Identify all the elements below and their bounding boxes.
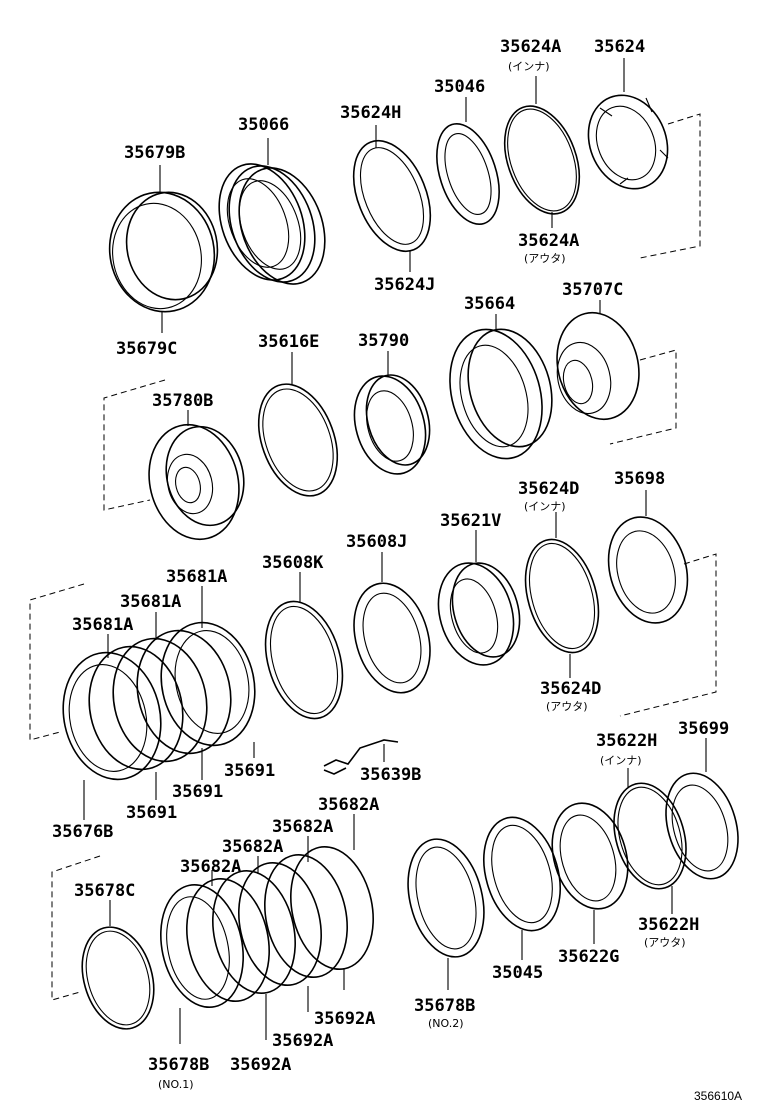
label-35678B-2: 35678B (414, 996, 475, 1016)
label-35622H-bottom-sub: (アウタ) (644, 936, 686, 949)
label-35622H-top: 35622H (596, 731, 657, 751)
label-35692A-2: 35692A (272, 1031, 333, 1051)
part-35621V-drum (437, 562, 521, 666)
part-35678B-35682A-clutch-stack (160, 845, 374, 1009)
part-35679B-ring (108, 191, 219, 313)
part-35707C-hub (556, 311, 640, 421)
label-35678C: 35678C (74, 881, 135, 901)
label-35616E: 35616E (258, 332, 319, 352)
label-35624H: 35624H (340, 103, 401, 123)
label-35624: 35624 (594, 37, 645, 57)
label-35780B: 35780B (152, 391, 213, 411)
part-35678C-snap-ring (81, 926, 155, 1030)
label-35676B: 35676B (52, 822, 113, 842)
label-35691-3: 35691 (224, 761, 275, 781)
part-35780B-gear (148, 423, 245, 541)
label-35624D-bottom-sub: (アウタ) (546, 700, 588, 713)
label-35682A-4: 35682A (318, 795, 379, 815)
part-35046-plate (436, 122, 500, 226)
group-bracket-row2-left (103, 379, 166, 511)
label-35624D-top: 35624D (518, 479, 579, 499)
part-35624D-seal-ring (524, 538, 600, 654)
label-35624J: 35624J (374, 275, 435, 295)
part-35608K-snap-ring (264, 600, 344, 720)
label-35682A-2: 35682A (222, 837, 283, 857)
group-bracket-row4-left (51, 855, 101, 1001)
label-35790: 35790 (358, 331, 409, 351)
part-35066-clutch-pack (218, 163, 326, 285)
part-35639B-spring-clip (323, 739, 399, 775)
part-35608J-plate (353, 582, 431, 694)
label-35679B: 35679B (124, 143, 185, 163)
label-35692A-3: 35692A (230, 1055, 291, 1075)
label-35678B-2-sub: (NO.2) (428, 1017, 464, 1030)
label-35681A-2: 35681A (120, 592, 181, 612)
label-35624D-bottom: 35624D (540, 679, 601, 699)
label-35679C: 35679C (116, 339, 177, 359)
label-35692A-1: 35692A (314, 1009, 375, 1029)
part-35624-drum (587, 94, 669, 190)
label-35698: 35698 (614, 469, 665, 489)
group-bracket-row3-left (29, 583, 85, 741)
part-35790-clutch (353, 374, 431, 475)
label-35682A-1: 35682A (180, 857, 241, 877)
label-35624A-top: 35624A (500, 37, 561, 57)
part-35664-ring-gear (449, 328, 553, 460)
label-35624A-bottom: 35624A (518, 231, 579, 251)
label-35639B: 35639B (360, 765, 421, 785)
group-bracket-row3-right (619, 553, 717, 717)
part-35698-piston (607, 516, 689, 624)
label-35678B-1: 35678B (148, 1055, 209, 1075)
part-35624A-seal-ring (503, 105, 581, 215)
label-35066: 35066 (238, 115, 289, 135)
label-35608J: 35608J (346, 532, 407, 552)
label-35682A-3: 35682A (272, 817, 333, 837)
label-35624A-top-sub: (インナ) (508, 60, 550, 73)
label-35046: 35046 (434, 77, 485, 97)
label-35622G: 35622G (558, 947, 619, 967)
label-35622H-bottom: 35622H (638, 915, 699, 935)
label-35681A-3: 35681A (166, 567, 227, 587)
label-35622H-top-sub: (インナ) (600, 754, 642, 767)
label-35691-1: 35691 (126, 803, 177, 823)
label-35691-2: 35691 (172, 782, 223, 802)
part-35678B-no2-plate (407, 838, 485, 958)
part-35622G-piston (551, 802, 629, 910)
part-35676B-35681A-clutch-stack (62, 621, 256, 781)
label-35699: 35699 (678, 719, 729, 739)
label-35707C: 35707C (562, 280, 623, 300)
label-35678B-1-sub: (NO.1) (158, 1078, 194, 1091)
part-35616E-washer (257, 383, 339, 497)
part-35624H-snap-ring (352, 139, 432, 253)
label-35664: 35664 (464, 294, 515, 314)
group-bracket-row2-right (609, 349, 677, 445)
figure-code: 356610A (694, 1089, 742, 1103)
label-35045: 35045 (492, 963, 543, 983)
part-35045-plate (483, 816, 561, 932)
label-35621V: 35621V (440, 511, 501, 531)
label-35681A-1: 35681A (72, 615, 133, 635)
label-35608K: 35608K (262, 553, 324, 573)
label-35624A-bottom-sub: (アウタ) (524, 252, 566, 265)
part-35622H-seal-ring (613, 782, 687, 890)
part-35699-retainer (665, 772, 739, 880)
label-35624D-top-sub: (インナ) (524, 500, 566, 513)
